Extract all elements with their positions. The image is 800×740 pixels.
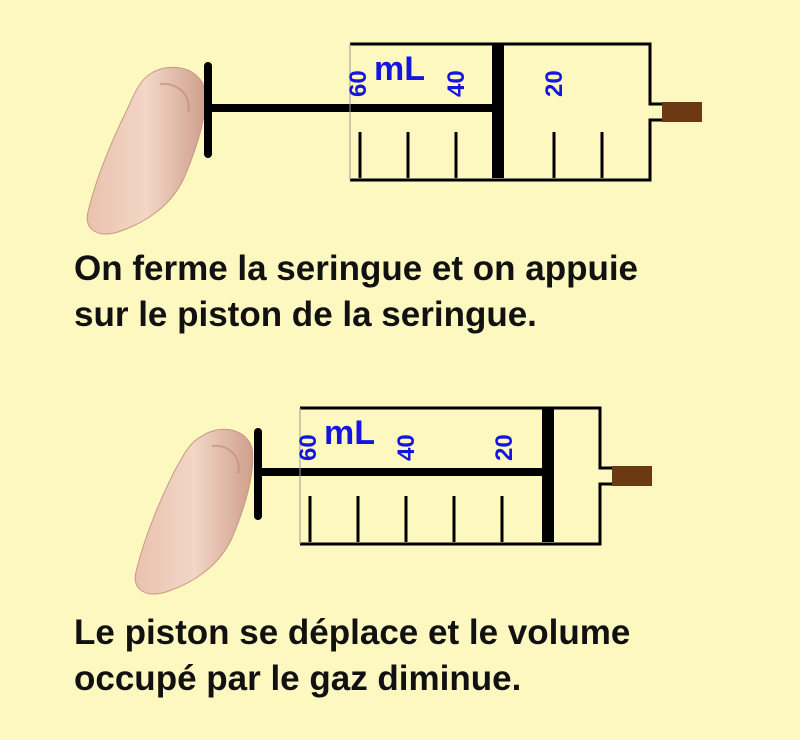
caption-second-line2: occupé par le gaz diminue. xyxy=(74,659,522,698)
caption-second: Le piston se déplace et le volume occupé… xyxy=(74,610,630,702)
unit-label: mL xyxy=(374,50,425,88)
caption-first-line2: sur le piston de la seringue. xyxy=(74,295,537,334)
finger-icon xyxy=(86,66,206,235)
tick-label-60: 60 xyxy=(295,434,322,461)
caption-first-line1: On ferme la seringue et on appuie xyxy=(74,249,639,288)
caption-first: On ferme la seringue et on appuie sur le… xyxy=(74,246,638,338)
syringe-top: 60 mL 40 20 xyxy=(86,42,702,235)
tick-label-20: 20 xyxy=(491,434,518,461)
tick-label-40: 40 xyxy=(393,434,420,461)
syringe-bottom: 60 mL 40 20 xyxy=(134,406,652,595)
finger-icon xyxy=(134,428,254,595)
caption-second-line1: Le piston se déplace et le volume xyxy=(74,613,631,652)
tick-label-40: 40 xyxy=(443,70,470,97)
tick-label-60: 60 xyxy=(345,70,372,97)
unit-label: mL xyxy=(324,414,375,452)
tick-label-20: 20 xyxy=(541,70,568,97)
